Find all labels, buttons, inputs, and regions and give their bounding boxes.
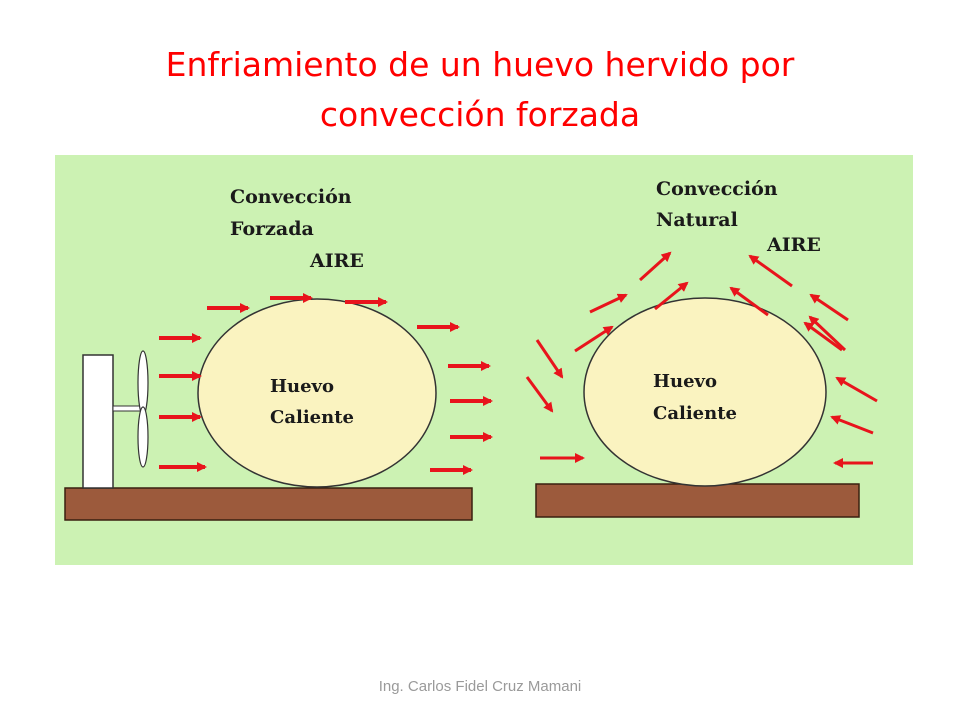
- right-convection-label-1: Convección: [656, 178, 778, 200]
- arrow-icon: [729, 286, 769, 317]
- arrow-icon: [809, 293, 849, 322]
- footer-author: Ing. Carlos Fidel Cruz Mamani: [378, 678, 582, 695]
- arrow-icon: [654, 281, 689, 311]
- left-convection-label-2: Forzada: [230, 218, 314, 240]
- right-convection-label-2: Natural: [656, 209, 738, 231]
- left-egg-label-1: Huevo: [270, 376, 334, 397]
- arrow-icon: [525, 376, 554, 413]
- right-egg-label-2: Caliente: [653, 403, 737, 424]
- left-air-label: AIRE: [309, 250, 364, 272]
- arrow-icon: [748, 254, 793, 288]
- left-egg: [197, 298, 437, 488]
- slide-title: Enfriamiento de un huevo hervido por con…: [80, 40, 880, 140]
- forced-convection-panel: Convección Forzada AIRE Huevo Caliente: [64, 186, 493, 521]
- arrow-icon: [808, 315, 847, 352]
- left-base-table: [64, 487, 473, 521]
- left-egg-label-2: Caliente: [270, 407, 354, 428]
- right-egg: [583, 297, 827, 487]
- right-air-label: AIRE: [766, 234, 821, 256]
- diagram-canvas: Convección Forzada AIRE Huevo Caliente: [64, 178, 878, 521]
- arrow-icon: [830, 415, 874, 435]
- title-line-1: Enfriamiento de un huevo hervido por: [165, 45, 795, 84]
- right-egg-label-1: Huevo: [653, 371, 717, 392]
- arrow-icon: [835, 376, 878, 403]
- natural-convection-panel: Convección Natural AIRE Huevo Caliente: [525, 178, 878, 518]
- arrow-icon: [535, 339, 564, 379]
- arrow-icon: [803, 321, 843, 352]
- arrow-icon: [589, 293, 628, 314]
- left-convection-label-1: Convección: [230, 186, 352, 208]
- fan-icon: [82, 350, 149, 489]
- title-line-2: convección forzada: [319, 95, 641, 134]
- arrow-icon: [638, 251, 672, 282]
- right-base-table: [535, 483, 860, 518]
- convection-diagram: Convección Forzada AIRE Huevo Caliente: [55, 155, 913, 565]
- arrow-icon: [574, 325, 614, 353]
